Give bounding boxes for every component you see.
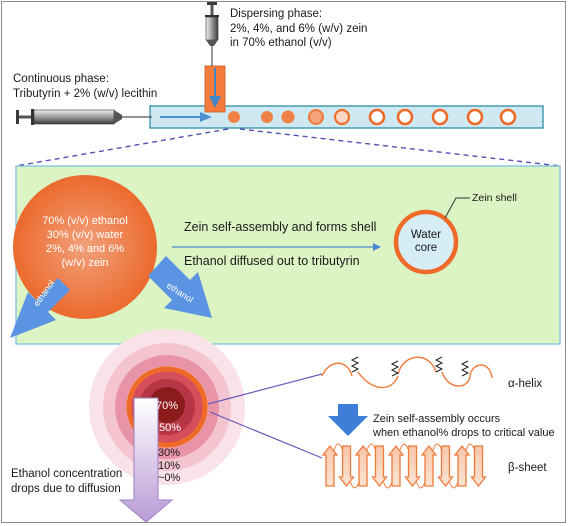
low-concentration-labels: 30% 10% ~0% [158,447,180,485]
beta-strand [371,445,388,488]
ethanol-arrow-left [10,278,70,338]
beta-strand [321,444,339,487]
droplet [308,109,324,125]
beta-turn [416,481,426,489]
capsule [396,108,414,126]
assembly-text: Zein self-assembly and forms shell [184,220,377,234]
droplet-line1: 70% (v/v) ethanol [42,215,128,227]
large-droplet [13,175,157,319]
channel-droplets [228,108,517,126]
dispersing-line2: 2%, 4%, and 6% (w/v) zein [230,22,368,35]
concentration-rings [89,329,245,485]
zein-shell-label: Zein shell [472,192,517,204]
beta-turn [465,443,475,451]
diffusion-down-arrow [118,397,174,523]
ethanol-arrow-right [148,256,212,318]
continuous-title: Continuous phase: [13,73,109,85]
horizontal-syringe-icon [16,109,152,125]
dispersing-line3: in 70% ethanol (v/v) [230,37,332,49]
droplet [261,111,273,123]
c0-label: ~0% [158,472,181,484]
ring-connectors [207,373,323,459]
c10-label: 10% [158,459,181,472]
beta-strand [437,445,454,488]
assembly-condition-label: Zein self-assembly occurs when ethanol% … [373,413,555,440]
diffusion-text: Ethanol diffused out to tributyrin [184,254,360,268]
droplet [281,110,295,124]
beta-turn [399,443,409,451]
beta-turn [333,443,343,451]
droplet [333,108,351,126]
capsule [431,108,449,126]
water-core-line1: Water [410,229,442,241]
beta-strand [338,445,355,488]
capsule [499,108,517,126]
dispersing-injector-block [204,65,226,113]
droplet-composition: 70% (v/v) ethanol 30% (v/v) water 2%, 4%… [25,214,145,270]
zoom-guide-lines [15,128,561,167]
dispersing-phase-label: Dispersing phase: 2%, 4%, and 6% (w/v) z… [230,7,367,51]
water-core-line2: core [414,242,438,254]
c30-label: 30% [158,447,181,459]
c50-label: 50% [159,422,181,434]
transition-arrow [328,404,368,436]
droplet-line3: 2%, 4% and 6% [45,243,125,255]
flow-arrow [160,112,212,122]
ring-labels: 70% 50% [156,400,181,434]
droplet [228,111,240,123]
beta-strand [404,445,421,488]
capsule [368,108,386,126]
beta-strand [387,444,405,487]
beta-strand [470,445,487,488]
beta-strand [354,444,372,487]
dispersing-title: Dispersing phase: [230,8,323,20]
droplet-line4: (w/v) zein [61,257,109,269]
diffusion-caption-line2: drops due to diffusion [11,482,121,495]
zein-capsule [393,197,470,275]
beta-turn [449,481,459,489]
alpha-helix-illustration [321,356,493,389]
diffusion-caption-line1: Ethanol concentration [11,468,123,480]
beta-turn [350,481,360,489]
beta-sheet-label: β-sheet [508,462,547,474]
capsule [466,108,484,126]
beta-sheet-illustration [321,443,487,489]
water-core-label: Water core [396,229,456,255]
continuous-phase-label: Continuous phase: Tributyrin + 2% (w/v) … [13,72,157,101]
continuous-line2: Tributyrin + 2% (w/v) lecithin [13,87,158,100]
beta-strand [453,444,471,487]
beta-turn [383,481,393,489]
diffusion-caption: Ethanol concentration drops due to diffu… [11,467,122,496]
assembly-line2: when ethanol% drops to critical value [373,426,555,439]
assembly-line1: Zein self-assembly occurs [373,413,501,425]
beta-strand [420,444,438,487]
c70-label: 70% [156,400,178,412]
beta-turn [432,443,442,451]
beta-turn [366,443,376,451]
vertical-syringe-icon [205,2,219,66]
droplet-line2: 30% (v/v) water [46,229,124,241]
alpha-helix-label: α-helix [508,378,543,390]
